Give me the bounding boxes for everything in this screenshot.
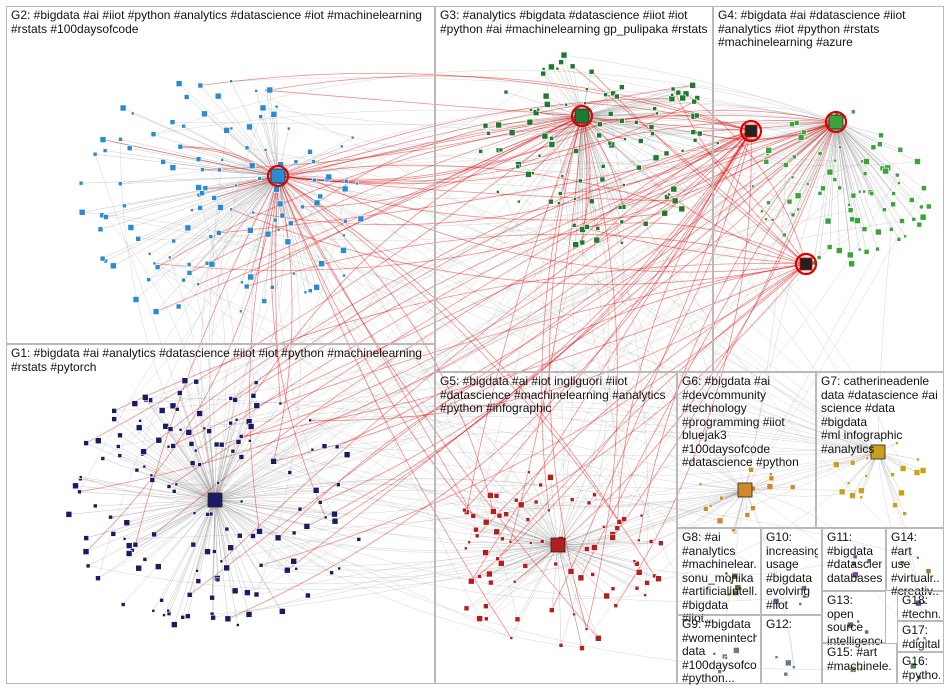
group-label-g18: G18: #techn...: [902, 594, 940, 621]
group-label-g14: G14: #art use #virtualr... #creativ...: [891, 531, 940, 599]
group-label-g4: G4: #bigdata #ai #datascience #iiot #ana…: [718, 9, 940, 50]
group-label-g13: G13: open source intelligence: [827, 594, 882, 648]
group-box-g18[interactable]: G18: #techn...: [897, 591, 944, 621]
group-box-g8[interactable]: G8: #ai #analytics #machinelear... sonu_…: [677, 528, 761, 615]
group-label-g17: G17: #digital...: [902, 624, 940, 651]
group-label-g12: G12:: [766, 618, 818, 632]
group-box-g7[interactable]: G7: catherineadenle data #datascience #a…: [816, 372, 944, 528]
group-box-g17[interactable]: G17: #digital...: [897, 621, 944, 652]
group-box-g9[interactable]: G9: #bigdata #womenintech data #100dayso…: [677, 615, 761, 684]
group-box-g5[interactable]: G5: #bigdata #ai #iot ingliguori #iiot #…: [435, 372, 677, 684]
group-box-g10[interactable]: G10: increasing usage #bigdata evolving …: [761, 528, 822, 615]
group-box-g11[interactable]: G11: #bigdata #datascien... databases...: [822, 528, 886, 591]
group-box-g16[interactable]: G16: #pytho...: [897, 652, 944, 684]
group-label-g9: G9: #bigdata #womenintech data #100dayso…: [682, 618, 757, 686]
group-box-g2[interactable]: G2: #bigdata #ai #iiot #python #analytic…: [6, 6, 435, 344]
group-box-g3[interactable]: G3: #analytics #bigdata #datascience #ii…: [435, 6, 713, 372]
group-label-g1: G1: #bigdata #ai #analytics #datascience…: [11, 347, 431, 374]
group-label-g15: G15: #art #machinele...: [827, 646, 893, 673]
group-box-g15[interactable]: G15: #art #machinele...: [822, 643, 897, 684]
group-label-g10: G10: increasing usage #bigdata evolving …: [766, 531, 818, 612]
group-label-g3: G3: #analytics #bigdata #datascience #ii…: [440, 9, 709, 36]
group-box-g13[interactable]: G13: open source intelligence: [822, 591, 886, 643]
group-box-g1[interactable]: G1: #bigdata #ai #analytics #datascience…: [6, 344, 435, 684]
group-box-g4[interactable]: G4: #bigdata #ai #datascience #iiot #ana…: [713, 6, 944, 372]
group-label-g2: G2: #bigdata #ai #iiot #python #analytic…: [11, 9, 431, 36]
group-label-g7: G7: catherineadenle data #datascience #a…: [821, 375, 940, 456]
group-box-g6[interactable]: G6: #bigdata #ai #devcommunity #technolo…: [677, 372, 816, 528]
group-label-g5: G5: #bigdata #ai #iot ingliguori #iiot #…: [440, 375, 673, 416]
group-label-g6: G6: #bigdata #ai #devcommunity #technolo…: [682, 375, 812, 470]
group-label-g11: G11: #bigdata #datascien... databases...: [827, 531, 882, 585]
group-box-g12[interactable]: G12:: [761, 615, 822, 684]
group-box-g14[interactable]: G14: #art use #virtualr... #creativ...: [886, 528, 944, 591]
group-label-g16: G16: #pytho...: [902, 655, 940, 682]
group-label-g8: G8: #ai #analytics #machinelear... sonu_…: [682, 531, 757, 626]
